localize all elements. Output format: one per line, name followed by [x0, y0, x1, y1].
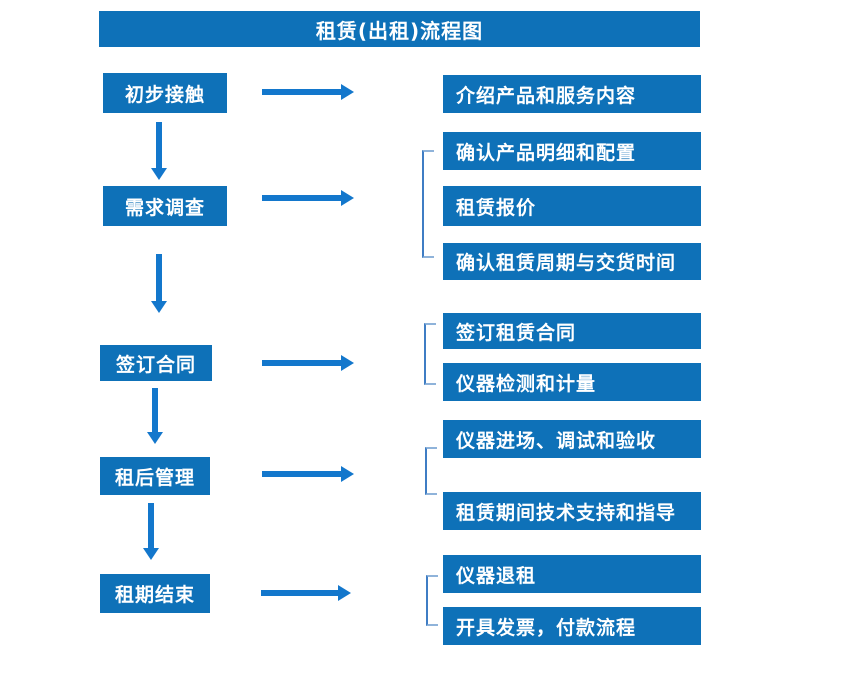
right-arrow-icon: [262, 189, 354, 207]
arrow-head: [341, 466, 354, 482]
arrow-head: [143, 548, 159, 560]
detail-sign-rental-contract: 签订租赁合同: [443, 313, 701, 349]
right-arrow-icon: [262, 83, 354, 101]
step-demand-survey: 需求调查: [103, 186, 227, 226]
group-bracket: [425, 447, 437, 495]
arrow-shaft: [156, 122, 162, 168]
right-arrow-icon: [262, 465, 354, 483]
group-bracket: [422, 150, 434, 258]
arrow-head: [341, 190, 354, 206]
down-arrow-icon: [151, 254, 167, 313]
arrow-shaft: [148, 503, 154, 548]
group-bracket: [424, 323, 436, 385]
detail-rental-quote: 租赁报价: [443, 186, 701, 226]
down-arrow-icon: [143, 503, 159, 560]
right-arrow-icon: [261, 584, 351, 602]
down-arrow-icon: [147, 388, 163, 444]
arrow-shaft: [152, 388, 158, 432]
arrow-shaft: [262, 195, 341, 201]
step-post-rental: 租后管理: [100, 457, 210, 495]
arrow-shaft: [262, 471, 341, 477]
group-bracket: [426, 575, 438, 626]
detail-tech-support: 租赁期间技术支持和指导: [443, 492, 701, 530]
down-arrow-icon: [151, 122, 167, 180]
step-initial-contact: 初步接触: [103, 73, 227, 113]
arrow-head: [338, 585, 351, 601]
arrow-head: [151, 168, 167, 180]
detail-confirm-product-spec: 确认产品明细和配置: [443, 132, 701, 170]
arrow-head: [341, 84, 354, 100]
arrow-head: [147, 432, 163, 444]
flowchart-title: 租赁(出租)流程图: [99, 11, 700, 47]
arrow-shaft: [262, 89, 341, 95]
arrow-shaft: [262, 360, 341, 366]
detail-introduce-products: 介绍产品和服务内容: [443, 75, 701, 113]
step-sign-contract: 签订合同: [100, 345, 212, 381]
detail-instrument-testing: 仪器检测和计量: [443, 363, 701, 401]
detail-instrument-setup: 仪器进场、调试和验收: [443, 420, 701, 458]
arrow-shaft: [156, 254, 162, 301]
detail-confirm-period: 确认租赁周期与交货时间: [443, 243, 701, 280]
detail-invoice-payment: 开具发票，付款流程: [443, 607, 701, 645]
arrow-head: [151, 301, 167, 313]
detail-instrument-return: 仪器退租: [443, 555, 701, 593]
arrow-shaft: [261, 590, 338, 596]
right-arrow-icon: [262, 354, 354, 372]
arrow-head: [341, 355, 354, 371]
step-lease-end: 租期结束: [100, 574, 210, 613]
